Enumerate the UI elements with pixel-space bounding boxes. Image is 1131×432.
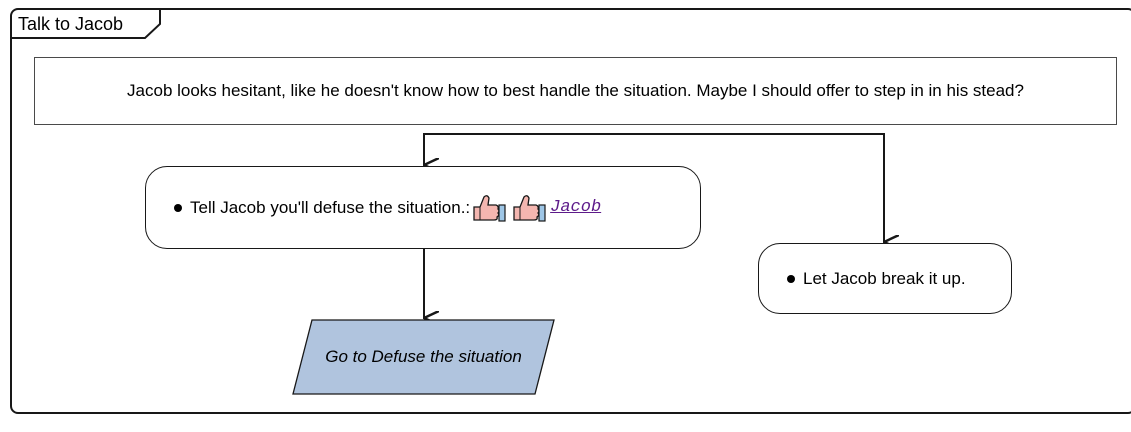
goto-parallelogram bbox=[292, 319, 555, 395]
narration-box: Jacob looks hesitant, like he doesn't kn… bbox=[34, 57, 1117, 125]
bullet-icon bbox=[174, 203, 182, 212]
goto-label: Go to Defuse the situation bbox=[325, 347, 522, 366]
partition-tab bbox=[12, 10, 161, 39]
partition-title: Talk to Jacob bbox=[18, 14, 124, 34]
jacob-link[interactable]: Jacob bbox=[550, 198, 602, 217]
narration-text: Jacob looks hesitant, like he doesn't kn… bbox=[127, 81, 1024, 100]
choice-defuse-label: Tell Jacob you'll defuse the situation.: bbox=[190, 197, 471, 217]
choice-let-jacob-label: Let Jacob break it up. bbox=[803, 268, 966, 288]
thumbs-up-icon bbox=[513, 194, 546, 222]
bullet-icon bbox=[787, 274, 795, 283]
thumbs-up-icon bbox=[473, 194, 506, 222]
connector-split bbox=[423, 133, 885, 242]
choice-defuse[interactable]: Tell Jacob you'll defuse the situation.:… bbox=[145, 166, 701, 249]
goto-node[interactable]: Go to Defuse the situation bbox=[292, 319, 555, 395]
choice-let-jacob[interactable]: Let Jacob break it up. bbox=[758, 243, 1012, 314]
